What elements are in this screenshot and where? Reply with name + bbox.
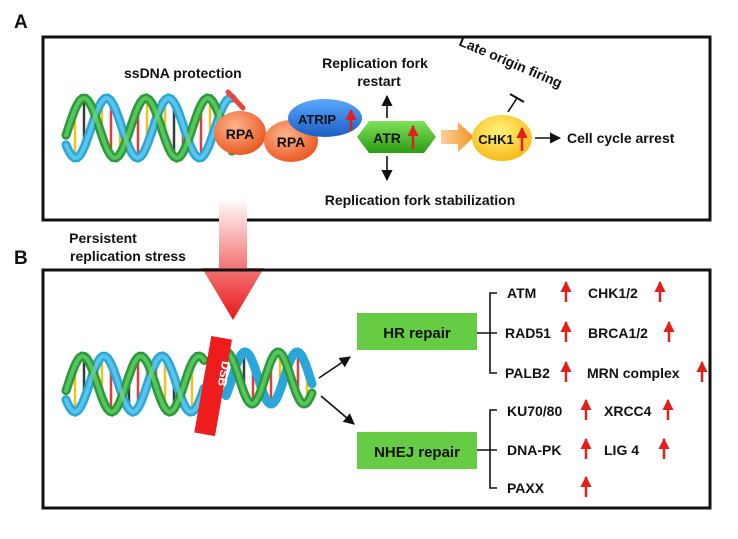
late-origin-inhibit-bar <box>509 93 525 103</box>
dsb-bar: DSB <box>194 335 233 437</box>
arrow-to-nhej <box>320 395 355 425</box>
arrow-to-hr <box>318 356 351 379</box>
persistent-stress-big-arrow <box>202 198 264 320</box>
atr-to-chk1-arrow <box>441 122 474 152</box>
ssdna-protection-inhibit-line <box>225 89 246 111</box>
atrip-blob <box>288 99 362 137</box>
dna-helix-b-right <box>221 347 317 409</box>
panel-a-frame <box>41 35 712 222</box>
gene-palb2: PALB2 <box>505 365 550 381</box>
panel-a-letter: A <box>14 12 28 33</box>
gene-lig4: LIG 4 <box>604 442 639 458</box>
chk1-blob <box>472 115 532 161</box>
gene-mrn: MRN complex <box>587 365 680 381</box>
rpa-label-2: RPA <box>277 134 306 150</box>
fork-restart-label-1: Replication fork <box>322 55 428 71</box>
gene-brca12: BRCA1/2 <box>588 325 648 341</box>
rpa-blob-1 <box>214 111 266 155</box>
hr-bracket <box>477 292 497 374</box>
late-origin-inhibit-line <box>507 97 518 113</box>
dna-helix-a <box>61 93 237 163</box>
nhej-repair-label: NHEJ repair <box>374 444 460 461</box>
rpa-label-1: RPA <box>226 126 255 142</box>
late-origin-firing-label: Late origin firing <box>457 33 565 91</box>
atrip-label: ATRIP <box>298 112 336 127</box>
gene-chk12: CHK1/2 <box>588 285 638 301</box>
gene-xrcc4: XRCC4 <box>604 403 652 419</box>
fork-stabilization-label: Replication fork stabilization <box>325 192 516 208</box>
panel-b-letter: B <box>14 248 28 269</box>
persistent-stress-label-2: replication stress <box>70 248 186 264</box>
cell-cycle-arrest-label: Cell cycle arrest <box>567 130 675 146</box>
dna-helix-b-left <box>61 351 209 417</box>
ssdna-protection-label: ssDNA protection <box>124 65 242 81</box>
gene-dnapk: DNA-PK <box>507 442 561 458</box>
nhej-bracket <box>477 409 497 489</box>
atr-label: ATR <box>373 130 401 146</box>
chk1-label: CHK1 <box>478 132 513 147</box>
fork-restart-label-2: restart <box>357 73 401 89</box>
dsb-label: DSB <box>215 360 233 388</box>
panel-b-frame <box>41 268 712 510</box>
hr-repair-label: HR repair <box>383 325 451 342</box>
persistent-stress-label-1: Persistent <box>69 230 137 246</box>
gene-rad51: RAD51 <box>505 325 551 341</box>
gene-atm: ATM <box>507 285 536 301</box>
gene-ku7080: KU70/80 <box>507 403 562 419</box>
hr-repair-box <box>357 313 477 350</box>
nhej-repair-box <box>357 432 477 469</box>
gene-paxx: PAXX <box>507 480 545 496</box>
